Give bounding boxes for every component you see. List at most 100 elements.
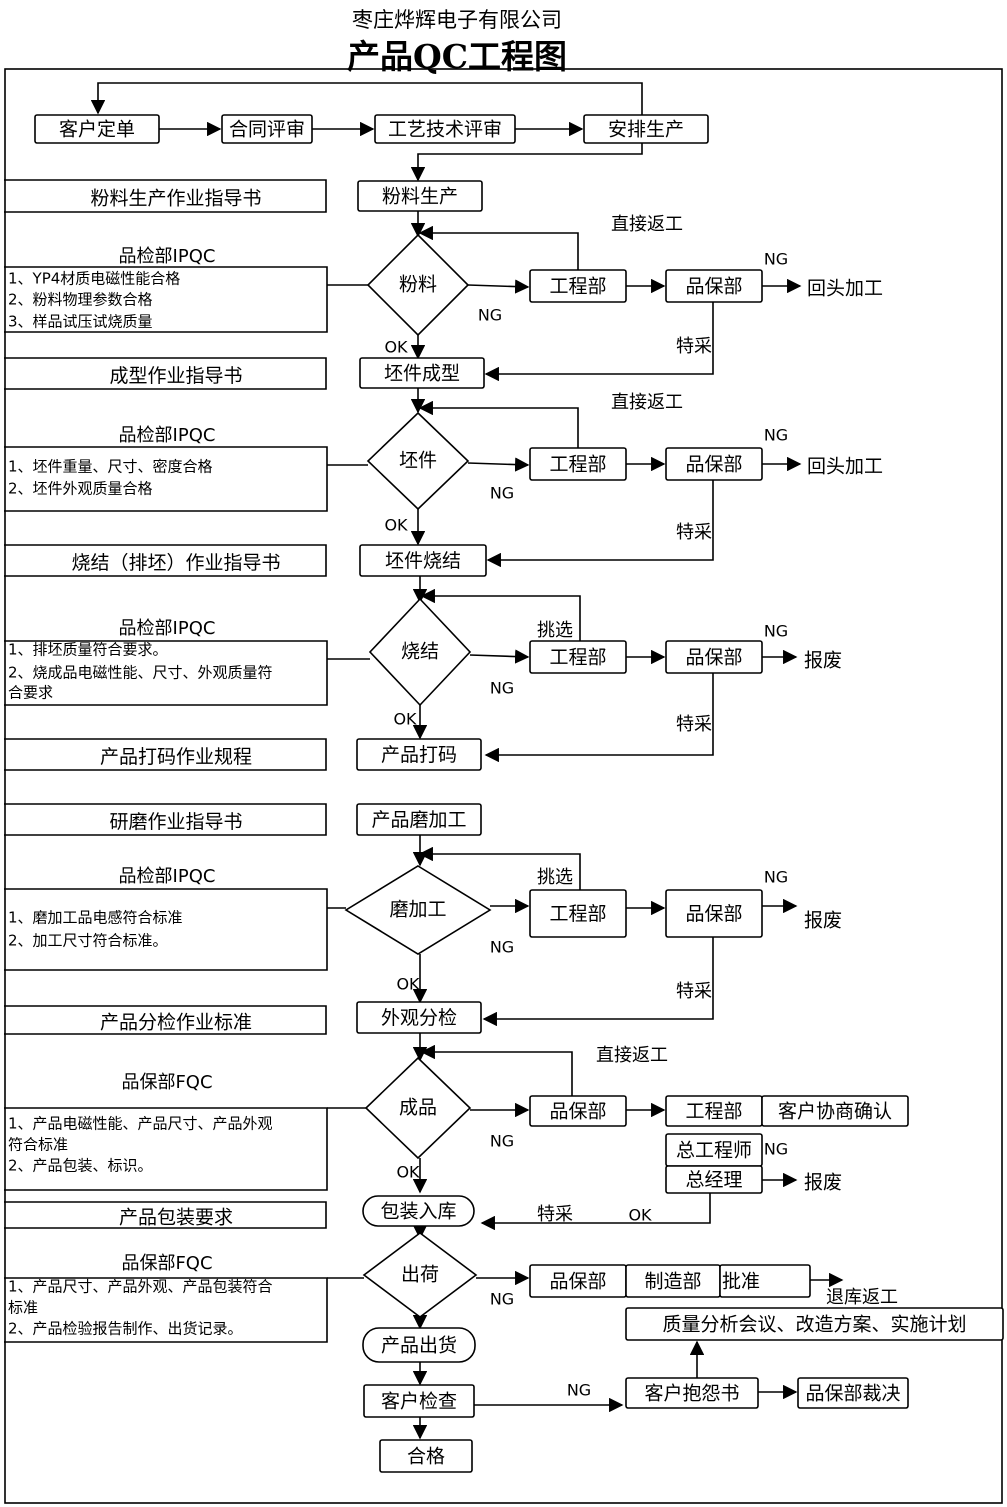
ship-decision-shape	[362, 1232, 478, 1318]
finished-engineering-box-label: 工程部	[685, 1101, 742, 1123]
inspect-ng-label: NG	[567, 1381, 591, 1400]
general-manager-box-shape	[665, 1165, 763, 1194]
marking-rule-doc-shape	[4, 738, 327, 771]
grind-engineering-box-label: 工程部	[549, 903, 606, 925]
ipqc-powder-box	[4, 266, 328, 333]
sinter-quality-box-shape	[665, 640, 763, 674]
product-marking-box-label: 产品打码	[381, 744, 457, 766]
sintering-guide-doc-label: 烧结（排坯）作业指导书	[71, 552, 280, 574]
blank-ng-label: NG	[490, 484, 514, 503]
quality-meeting-box-shape	[625, 1307, 1004, 1341]
customer-inspect-box-label: 客户检查	[381, 1391, 457, 1413]
blank-sintering-box-shape	[359, 544, 487, 577]
blank-decision-shape	[366, 411, 470, 511]
powder-guide-doc-shape	[4, 179, 327, 213]
finished-special-label: 特采	[537, 1204, 573, 1225]
grind-select-label: 挑选	[537, 867, 573, 888]
ipqc-grind-line-1: 1、磨加工品电感符合标准	[8, 909, 183, 927]
ipqc-grind-line-2: 2、加工尺寸符合标准。	[8, 932, 168, 950]
ipqc-blank-line-1: 1、坯件重量、尺寸、密度合格	[8, 458, 213, 476]
grinding-guide-doc-shape	[4, 803, 327, 836]
powder-production-box-label: 粉料生产	[382, 186, 458, 208]
ipqc-powder-line-2: 2、粉料物理参数合格	[8, 291, 153, 309]
ipqc-sinter-box	[4, 640, 328, 706]
ipqc-blank-box	[4, 446, 328, 512]
grind-scrap-label: 报废	[804, 910, 842, 932]
grind-ok-label: OK	[396, 975, 420, 994]
finished-quality-box-label: 品保部	[549, 1101, 606, 1123]
ipqc-sinter-line-2: 2、烧成品电磁性能、尺寸、外观质量符	[8, 664, 273, 682]
ipqc-sinter-line-1: 1、排坯质量符合要求。	[8, 641, 168, 659]
quality-verdict-box-shape	[797, 1377, 909, 1409]
product-ship-box-label: 产品出货	[381, 1335, 457, 1357]
chief-ng-label: NG	[764, 1140, 788, 1159]
grind-engineering-box-shape	[529, 889, 627, 938]
finished-ok-label: OK	[396, 1163, 420, 1182]
powder-ng-label: NG	[478, 306, 502, 325]
grind-special-label: 特采	[676, 981, 712, 1002]
powder-quality-box-shape	[665, 269, 763, 303]
finished-direct-rework-label: 直接返工	[596, 1045, 668, 1066]
ship-approve-box-shape	[719, 1264, 811, 1298]
quality-verdict-box-label: 品保部裁决	[805, 1383, 900, 1405]
blank-rework-process-label: 回头加工	[807, 456, 883, 478]
arrange-production-box-label: 安排生产	[608, 119, 684, 141]
sinter-ng-label: NG	[490, 679, 514, 698]
ipqc-finished-line-3: 2、产品包装、标识。	[8, 1157, 153, 1175]
ipqc-blank-title: 品检部IPQC	[119, 425, 216, 446]
sinter-special-label: 特采	[676, 714, 712, 735]
finished-rework-loop	[420, 1044, 573, 1096]
finished-scrap-label: 报废	[804, 1172, 842, 1194]
sinter-quality-ng: NG	[764, 622, 788, 641]
ship-manufacturing-box-label: 制造部	[644, 1271, 701, 1293]
customer-confirm-box-label: 客户协商确认	[778, 1101, 892, 1123]
powder-quality-ng: NG	[764, 250, 788, 269]
sinter-special-line	[484, 673, 714, 763]
ipqc-grind-title: 品检部IPQC	[119, 866, 216, 887]
powder-rework-process-label: 回头加工	[807, 278, 883, 300]
pack-requirement-doc-shape	[4, 1201, 327, 1229]
pack-store-box-shape	[362, 1195, 475, 1227]
reply-customer-loop	[90, 82, 643, 115]
ipqc-powder-line-1: 1、YP4材质电磁性能合格	[8, 270, 180, 288]
sinter-engineering-box-label: 工程部	[549, 647, 606, 669]
contract-review-box-label: 合同评审	[229, 119, 305, 141]
finished-ng-label: NG	[490, 1132, 514, 1151]
customer-complaint-box-shape	[625, 1377, 759, 1409]
blank-special-line	[486, 480, 714, 568]
ipqc-grind-box	[4, 888, 328, 971]
ipqc-blank-line-2: 2、坯件外观质量合格	[8, 480, 153, 498]
powder-production-box-shape	[357, 180, 483, 212]
finished-special-ok: OK	[628, 1206, 652, 1225]
blank-quality-ng: NG	[764, 426, 788, 445]
grinding-guide-doc-label: 研磨作业指导书	[109, 811, 242, 833]
blank-special-label: 特采	[676, 522, 712, 543]
connector	[410, 143, 643, 182]
ipqc-powder-line-3: 3、样品试压试烧质量	[8, 313, 153, 331]
ipqc-sinter-line-3: 合要求	[8, 684, 53, 702]
ipqc-finished-line-2: 符合标准	[8, 1136, 68, 1154]
customer-inspect-box-shape	[363, 1384, 475, 1418]
sinter-engineering-box-shape	[529, 640, 627, 674]
appearance-sort-box-label: 外观分检	[381, 1007, 457, 1029]
powder-rework-loop	[418, 225, 579, 270]
powder-guide-doc-label: 粉料生产作业指导书	[90, 188, 261, 210]
powder-engineering-box-shape	[529, 269, 627, 303]
powder-decision-shape	[366, 233, 470, 337]
customer-order-box-label: 客户定单	[59, 119, 135, 141]
blank-quality-box-shape	[665, 447, 763, 481]
sinter-quality-box-label: 品保部	[685, 647, 742, 669]
connector	[467, 457, 530, 472]
sinter-ok-label: OK	[393, 710, 417, 729]
grind-select-loop	[418, 846, 581, 890]
blank-forming-box-shape	[359, 357, 485, 389]
customer-confirm-box-shape	[761, 1095, 909, 1127]
customer-complaint-box-label: 客户抱怨书	[644, 1383, 739, 1405]
pack-store-box-label: 包装入库	[380, 1201, 456, 1223]
ship-ng-label: NG	[490, 1290, 514, 1309]
appearance-sort-box-shape	[356, 1001, 482, 1034]
grind-decision-shape	[344, 865, 492, 955]
powder-decision-label: 粉料	[399, 274, 437, 296]
company-name: 枣庄烨辉电子有限公司	[352, 8, 562, 32]
arrange-production-box-shape	[583, 114, 709, 144]
